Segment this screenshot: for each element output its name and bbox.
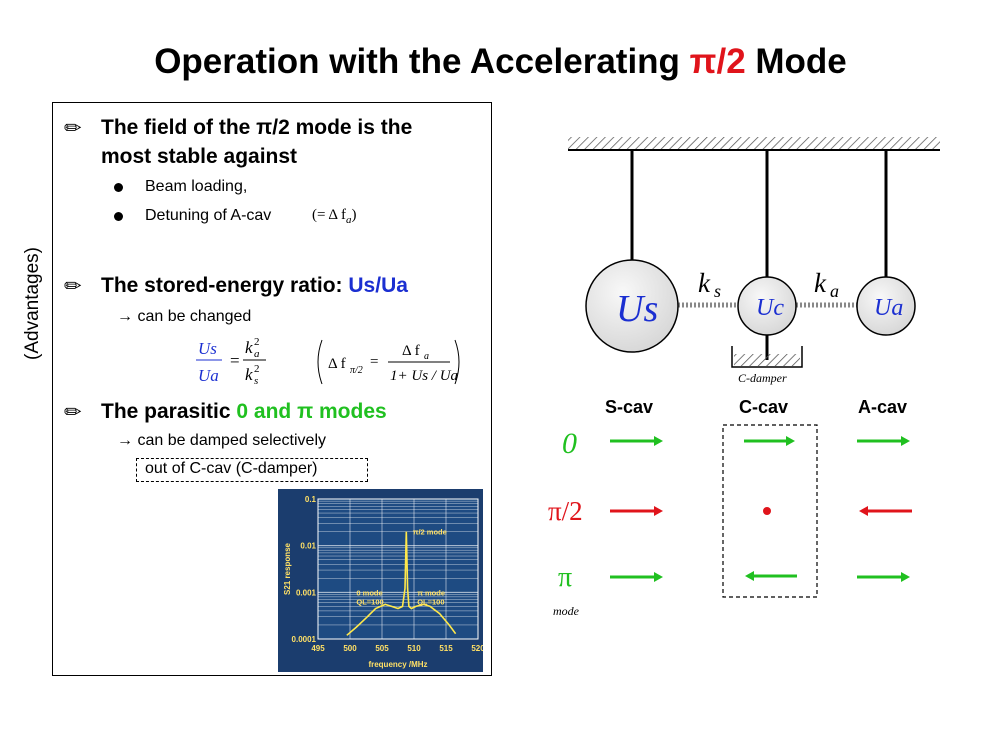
formula-eq: = — [230, 351, 240, 370]
x-tick-label: 495 — [311, 644, 325, 653]
advantages-label: (Advantages) — [22, 246, 43, 360]
y-tick-label: 0.01 — [300, 542, 316, 551]
pencil-icon: ✏ — [64, 275, 82, 298]
s21-chart-svg: 495 500 505 510 515 520 0.0001 0.001 0.01 0.1 freq… — [283, 495, 485, 669]
x-tick-label: 520 — [471, 644, 483, 653]
bullet-dot — [114, 212, 123, 221]
col-c-cav: C-cav — [739, 397, 788, 417]
annotation-label: 0 mode — [356, 589, 382, 598]
plot-area — [317, 498, 479, 640]
label-uc: Uc — [756, 295, 784, 321]
formula-df: Δ f — [328, 356, 346, 372]
x-axis-label: frequency /MHz — [368, 660, 427, 669]
formula-ua: Ua — [198, 366, 219, 385]
formula-ka: k — [245, 338, 253, 357]
annotation-label: π mode — [417, 589, 445, 598]
x-tick-label: 515 — [439, 644, 453, 653]
ceiling-hatch — [568, 137, 940, 149]
label-ka-sub: a — [830, 281, 839, 301]
formula-ka-sup: 2 — [254, 336, 260, 348]
c-cav-ball — [737, 276, 797, 336]
mode-label: mode — [553, 604, 580, 618]
row-pi2-label: π/2 — [548, 496, 583, 526]
c-damper-text: out of C-cav (C-damper) — [145, 460, 318, 477]
annotation-label: QL=100 — [417, 597, 444, 606]
advantages-box — [52, 102, 492, 676]
formula-ks-sup: 2 — [254, 363, 260, 375]
formula-ka-sub: a — [254, 348, 260, 360]
label-ua: Ua — [874, 295, 903, 321]
dot-pi2-c — [763, 507, 771, 515]
x-tick-label: 500 — [343, 644, 357, 653]
annotation-label: π/2 mode — [413, 528, 447, 537]
y-tick-label: 0.1 — [305, 495, 317, 504]
s21-series-line — [346, 531, 457, 636]
title-pi-highlight: π/2 — [689, 42, 746, 81]
col-a-cav: A-cav — [858, 397, 907, 417]
coupled-cavity-diagram: Us Uc Ua k s k a C-damper S-cav C-cav A-… — [548, 137, 940, 618]
formula-ks-sub: s — [254, 375, 258, 387]
label-ks-sub: s — [714, 281, 721, 301]
formula-df-num: Δ f — [402, 343, 420, 359]
c-damper-dashed-box — [136, 458, 368, 482]
stored-energy-formula: Us Ua = k 2 a k 2 s Δ f π/2 = Δ f a 1+ U… — [196, 336, 460, 387]
formula-eq2: = — [370, 354, 378, 370]
a-cav-ball — [856, 276, 916, 336]
title-suffix: Mode — [745, 42, 847, 81]
pencil-icon: ✏ — [64, 401, 82, 424]
formula-df-sub: π/2 — [350, 365, 363, 376]
y-tick-label: 0.001 — [296, 588, 317, 597]
bullet-2: The stored-energy ratio: Us/Ua — [101, 274, 408, 297]
label-ka: k — [814, 268, 827, 298]
formula-df-num-sub: a — [424, 351, 429, 362]
y-axis-label: S21 response — [283, 542, 292, 595]
damper-pot — [731, 346, 803, 368]
bullet-1-line-2: most stable against — [101, 145, 298, 168]
col-s-cav: S-cav — [605, 397, 653, 417]
page-title: Operation with the Accelerating π/2 Mode — [0, 42, 1001, 82]
y-tick-label: 0.0001 — [292, 635, 317, 644]
row-0-label: 0 — [562, 427, 577, 460]
title-prefix: Operation with the Accelerating — [154, 42, 690, 81]
annotation-label: QL=100 — [356, 597, 383, 606]
sub-beam-loading: Beam loading, — [145, 178, 248, 195]
damper-fluid — [734, 354, 800, 366]
label-ks: k — [698, 268, 711, 298]
sub-detuning: Detuning of A-cav — [145, 207, 272, 224]
bullet-dot — [114, 183, 123, 192]
bullet-1-line-1: The field of the π/2 mode is the — [101, 116, 413, 139]
bullet-2-arrow-text: → can be changed — [117, 308, 252, 325]
bullet-3: The parasitic 0 and π modes — [101, 400, 387, 423]
x-tick-label: 505 — [375, 644, 389, 653]
formula-ks: k — [245, 365, 253, 384]
x-tick-label: 510 — [407, 644, 421, 653]
detuning-math: (= Δ fa) — [312, 207, 357, 226]
label-us: Us — [616, 288, 658, 330]
label-damper: C-damper — [738, 371, 787, 385]
s21-response-plot: 495 500 505 510 515 520 0.0001 0.001 0.01 0.1 freq… — [278, 489, 485, 672]
row-pi-label: π — [558, 562, 572, 593]
s-cav-ball — [585, 259, 679, 353]
pencil-icon: ✏ — [64, 117, 82, 140]
formula-us: Us — [198, 339, 217, 358]
formula-df-den: 1+ Us / Ua — [390, 368, 458, 384]
bullet-3-arrow-text: → can be damped selectively — [117, 432, 326, 449]
